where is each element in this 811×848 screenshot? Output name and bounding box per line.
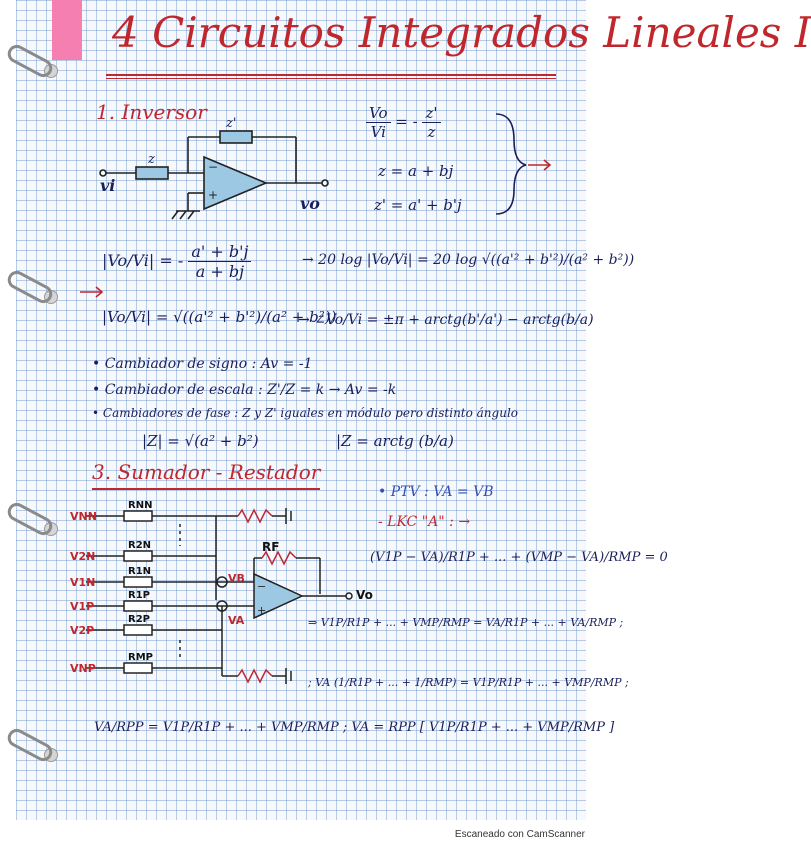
- label-r2n: R2N: [128, 540, 152, 551]
- label-r1p: R1P: [128, 590, 150, 601]
- svg-text:−: −: [208, 160, 218, 174]
- eq-expand-num: a' + b'j: [188, 242, 252, 262]
- eq-expand-den: a + bj: [195, 262, 245, 281]
- eq-db: → 20 log |Vo/Vi| = 20 log √((a'² + b'²)/…: [302, 252, 635, 268]
- binder-hole: [44, 290, 58, 304]
- binder-ring: [4, 499, 56, 539]
- scanner-watermark: Escaneado con CamScanner: [454, 829, 585, 840]
- bullet-item: • Cambiador de escala : Z'/Z = k → Av = …: [92, 382, 397, 398]
- eq-ratio-lhs-den: Vi: [370, 123, 386, 141]
- eq-z-prime: z' = a' + b'j: [374, 196, 462, 214]
- binder-ring: [4, 41, 56, 81]
- label-v1n: V1N: [70, 576, 96, 589]
- label-v1p: V1P: [70, 600, 95, 613]
- pink-tab: [52, 0, 82, 60]
- label-vnn: VNN: [70, 510, 97, 523]
- eq-ratio-rhs-den: z: [427, 123, 436, 141]
- label-v2p: V2P: [70, 624, 95, 637]
- section-underline: [92, 488, 320, 490]
- label-vnp: VNP: [70, 662, 96, 675]
- label-r1n: R1N: [128, 566, 152, 577]
- binder-hole: [44, 64, 58, 78]
- label-vb: VB: [228, 572, 245, 585]
- page-title: 4 Circuitos Integrados Lineales I: [112, 8, 811, 57]
- eq-expand-lhs: |Vo/Vi| = -: [102, 251, 184, 270]
- eq-sum-line3: VA/RPP = V1P/R1P + ... + VMP/RMP ; VA = …: [94, 720, 615, 735]
- binder-hole: [44, 522, 58, 536]
- section-heading-inversor: 1. Inversor: [96, 100, 207, 124]
- eq-mod-z: |Z| = √(a² + b²): [142, 432, 259, 450]
- label-z: z: [148, 152, 155, 167]
- section-heading-sumador: 3. Sumador - Restador: [92, 460, 321, 484]
- label-va: VA: [228, 614, 245, 627]
- title-underline: [106, 78, 556, 79]
- bullet-item: • Cambiador de signo : Av = -1: [92, 356, 313, 372]
- bullet-item: • Cambiadores de fase : Z y Z' iguales e…: [92, 406, 519, 420]
- svg-text:+: +: [208, 188, 218, 202]
- notebook-page: 4 Circuitos Integrados Lineales I 1. Inv…: [4, 0, 811, 820]
- eq-z: z = a + bj: [378, 162, 454, 180]
- svg-text:+: +: [257, 604, 266, 617]
- eq-sum-line1: ⇒ V1P/R1P + ... + VMP/RMP = VA/R1P + ...…: [308, 616, 624, 629]
- eq-ratio-lhs-num: Vo: [366, 104, 391, 123]
- svg-text:−: −: [257, 580, 266, 593]
- label-vo-sum: Vo: [356, 588, 373, 602]
- brace-arrow: [495, 113, 552, 215]
- ptv-statement: • PTV : VA = VB: [378, 484, 494, 500]
- eq-phase: → ∠Vo/Vi = ±π + arctg(b'/a') − arctg(b/a…: [298, 312, 594, 328]
- summing-amplifier-circuit: − +: [86, 508, 353, 684]
- binder-hole: [44, 748, 58, 762]
- lkc-statement: - LKC "A" : →: [378, 514, 471, 530]
- label-vo: vo: [300, 194, 320, 213]
- eq-ratio-rhs-num: z': [422, 104, 441, 123]
- eq-sum-line2: ; VA (1/R1P + ... + 1/RMP) = V1P/R1P + .…: [308, 676, 629, 689]
- inverter-circuit: − +: [99, 130, 329, 220]
- label-rmp: RMP: [128, 652, 153, 663]
- eq-magnitude: |Vo/Vi| = √((a'² + b'²)/(a² + b²)): [102, 308, 337, 326]
- label-v2n: V2N: [70, 550, 96, 563]
- label-rnn: RNN: [128, 500, 153, 511]
- binder-ring: [4, 267, 56, 307]
- title-underline: [106, 74, 556, 76]
- label-rf: RF: [262, 540, 280, 554]
- lkc-equation: (V1P − VA)/R1P + ... + (VMP − VA)/RMP = …: [370, 550, 668, 565]
- eq-ratio-sign: = -: [395, 112, 418, 131]
- label-z-prime: z': [226, 116, 237, 131]
- eq-arg-z: |Z = arctg (b/a): [336, 432, 454, 450]
- label-r2p: R2P: [128, 614, 150, 625]
- binder-ring: [4, 725, 56, 765]
- label-vi: vi: [100, 176, 116, 195]
- arrow-icon: [80, 286, 104, 298]
